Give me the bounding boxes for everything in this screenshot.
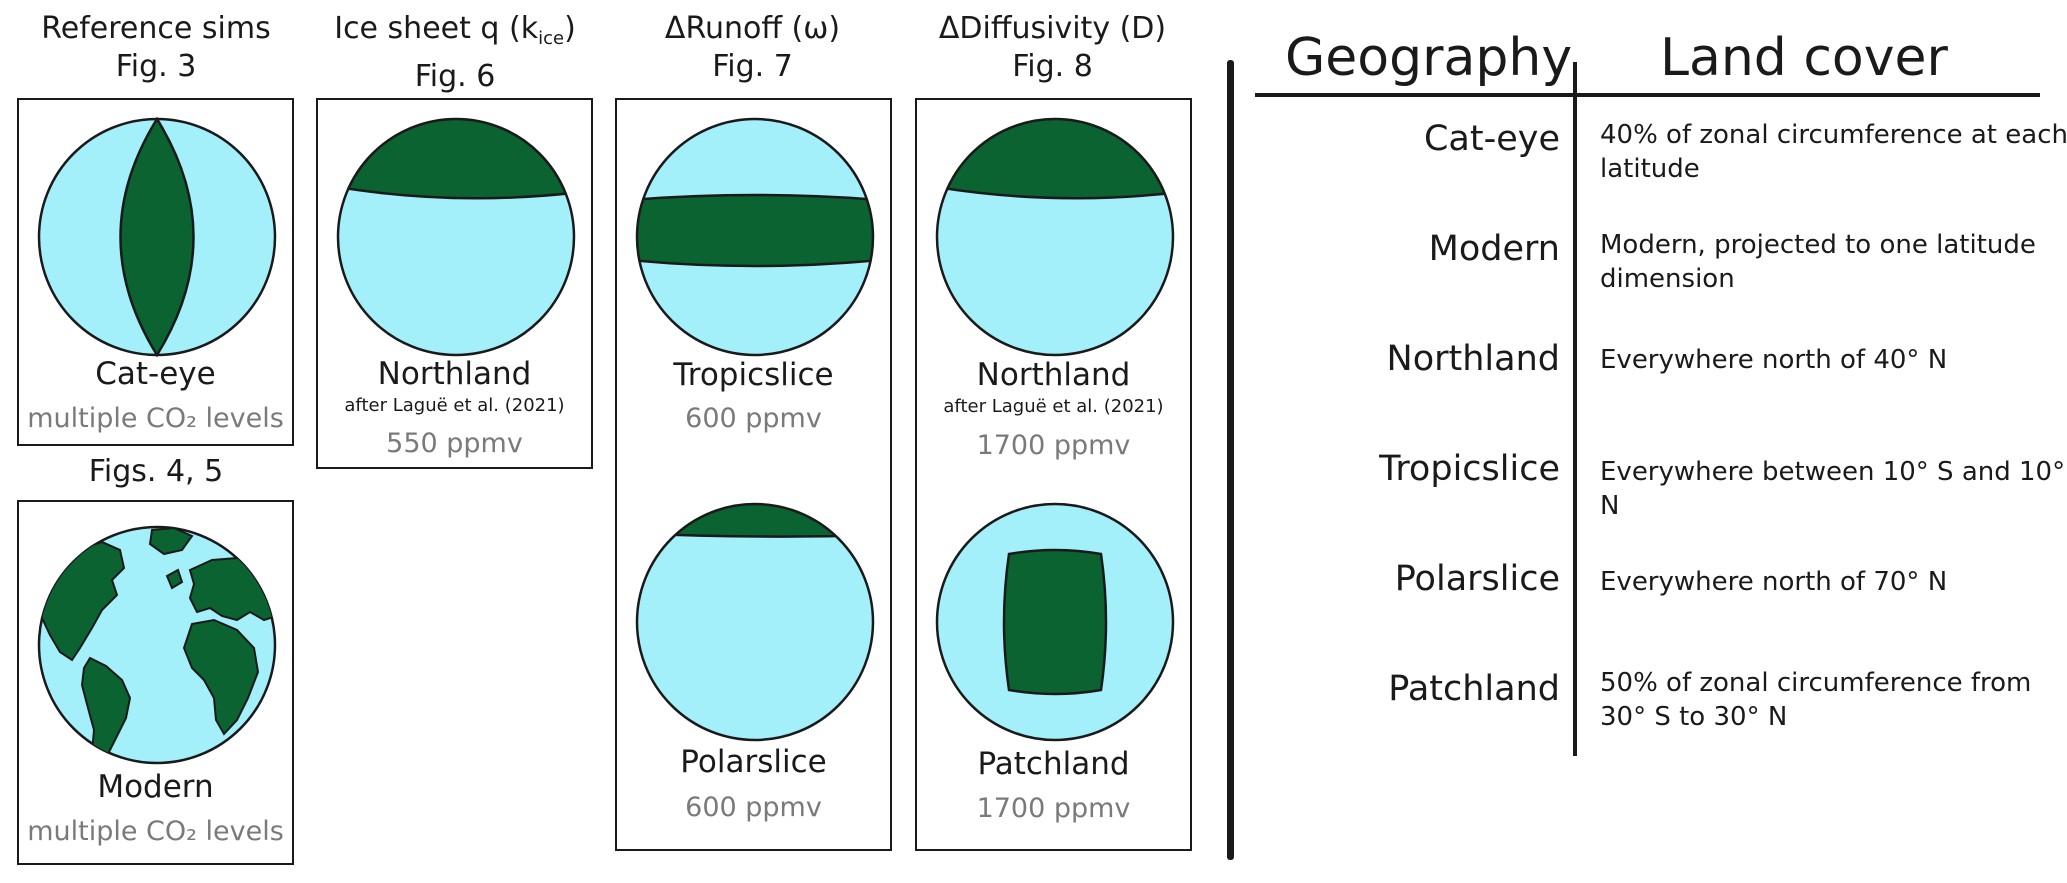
table-row: Modern xyxy=(1260,229,1560,289)
co2-note: multiple CO₂ levels xyxy=(27,403,284,434)
geography-label: Tropicslice xyxy=(673,357,834,393)
northland-globe xyxy=(336,117,576,357)
table-row: Polarslice xyxy=(1260,559,1560,619)
row-land-cover: Modern, projected to one latitude dimens… xyxy=(1600,230,2036,294)
column-title: ΔDiffusivity (D) xyxy=(938,11,1167,46)
table-column-rule xyxy=(1573,62,1577,756)
row-land-cover: Everywhere north of 40° N xyxy=(1600,345,1948,375)
cateye-globe xyxy=(37,116,277,358)
column-figure-ref: Fig. 8 xyxy=(1012,49,1093,84)
globe-ocean xyxy=(637,504,873,740)
geography-label: Northland xyxy=(377,356,532,392)
row-geography: Patchland xyxy=(1388,669,1560,709)
column-heading-runoff: ΔRunoff (ω) Fig. 7 xyxy=(615,10,890,86)
row-geography: Modern xyxy=(1428,229,1560,269)
geography-label: Patchland xyxy=(977,746,1130,782)
globe-land xyxy=(637,193,873,268)
panel-runoff: Tropicslice 600 ppmv Polarslice 600 ppmv xyxy=(615,98,892,851)
globe-land xyxy=(119,116,195,358)
panel-modern: Modern multiple CO₂ levels xyxy=(17,500,294,865)
polarslice-globe xyxy=(635,502,875,742)
row-land-cover: Everywhere between 10° S and 10° N xyxy=(1600,457,2066,521)
panel-diffusivity: Northland after Laguë et al. (2021) 1700… xyxy=(915,98,1192,851)
row-land-cover: 50% of zonal circumference from 30° S to… xyxy=(1600,668,2032,732)
column-title: Ice sheet q (kice) xyxy=(334,11,576,49)
row-geography: Northland xyxy=(1386,339,1560,379)
table-header-rule xyxy=(1255,93,2040,97)
panel-ice-northland: Northland after Laguë et al. (2021) 550 … xyxy=(316,98,593,469)
row-geography: Tropicslice xyxy=(1379,449,1560,489)
column-heading-ice-sheet: Ice sheet q (kice) Fig. 6 xyxy=(310,10,600,96)
column-figure-ref: Fig. 7 xyxy=(712,49,793,84)
citation: after Laguë et al. (2021) xyxy=(344,395,565,416)
column-figure-ref: Fig. 3 xyxy=(115,49,197,84)
column-title: Reference sims xyxy=(41,11,271,46)
globe-land xyxy=(338,119,574,200)
row-geography: Cat-eye xyxy=(1423,119,1560,159)
header-geography: Geography xyxy=(1285,28,1573,88)
geography-label: Northland xyxy=(976,357,1131,393)
header-land-cover: Land cover xyxy=(1660,28,1948,88)
section-divider xyxy=(1227,60,1234,860)
column-heading-reference: Reference sims Fig. 3 xyxy=(20,10,292,86)
co2-note: 600 ppmv xyxy=(685,792,822,823)
tropicslice-globe xyxy=(635,117,875,357)
modern-globe xyxy=(37,525,277,765)
table-row: Patchland xyxy=(1260,669,1560,729)
geography-label: Cat-eye xyxy=(95,356,216,392)
modern-heading: Figs. 4, 5 xyxy=(88,454,224,489)
co2-note: 1700 ppmv xyxy=(976,793,1131,824)
column-heading-diffusivity: ΔDiffusivity (D) Fig. 8 xyxy=(915,10,1190,86)
geography-label: Modern xyxy=(97,769,214,805)
row-land-cover: Everywhere north of 70° N xyxy=(1600,567,1948,597)
row-geography: Polarslice xyxy=(1394,559,1560,599)
table-row: Tropicslice xyxy=(1260,449,1560,509)
table-row: Northland xyxy=(1260,339,1560,399)
column-title: ΔRunoff (ω) xyxy=(664,11,841,46)
co2-note: 1700 ppmv xyxy=(976,430,1131,461)
column-title-subscript: ice xyxy=(538,28,565,49)
panel-cateye: Cat-eye multiple CO₂ levels xyxy=(17,98,294,446)
table-row: Cat-eye xyxy=(1260,119,1560,179)
globe-land xyxy=(1002,548,1108,696)
co2-note: 550 ppmv xyxy=(386,428,523,459)
citation: after Laguë et al. (2021) xyxy=(943,396,1164,417)
row-land-cover: 40% of zonal circumference at each latit… xyxy=(1600,120,2067,184)
patchland-globe xyxy=(935,502,1175,742)
geography-label: Polarslice xyxy=(680,744,827,780)
northland-globe xyxy=(935,117,1175,357)
co2-note: multiple CO₂ levels xyxy=(27,816,284,847)
co2-note: 600 ppmv xyxy=(685,403,822,434)
globe-land xyxy=(937,119,1173,200)
column-figure-ref: Fig. 6 xyxy=(414,59,496,94)
